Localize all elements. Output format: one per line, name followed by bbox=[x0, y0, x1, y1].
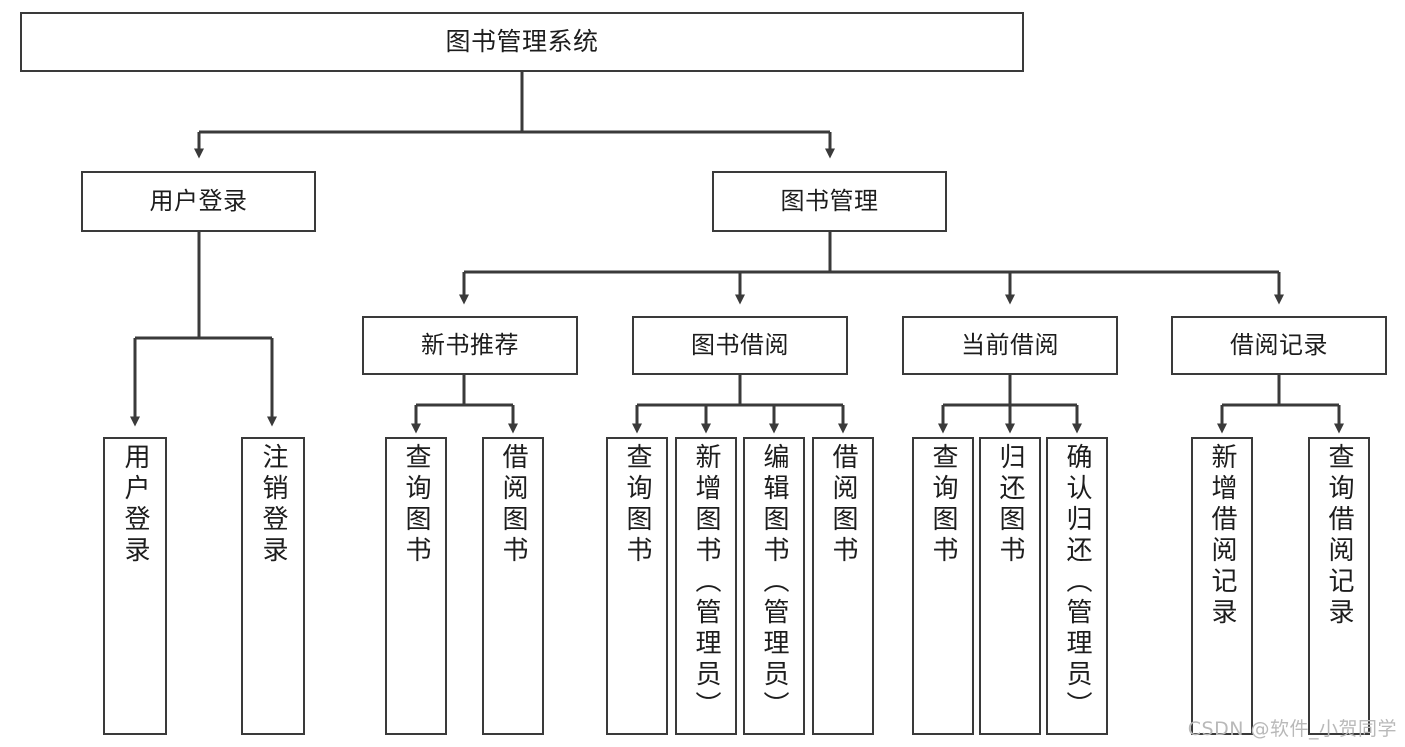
node-leaf-query-record[interactable]: 查询借阅记录 bbox=[1308, 437, 1370, 735]
node-new-book-rec[interactable]: 新书推荐 bbox=[362, 316, 578, 375]
node-new-book-rec-label: 新书推荐 bbox=[421, 331, 519, 360]
node-leaf-query-book-1-label: 查询图书 bbox=[401, 443, 431, 567]
node-leaf-return-book-label: 归还图书 bbox=[995, 443, 1025, 567]
node-leaf-user-login-label: 用户登录 bbox=[120, 443, 150, 567]
node-leaf-query-book-2-label: 查询图书 bbox=[622, 443, 652, 567]
node-leaf-user-logout-label: 注销登录 bbox=[258, 443, 288, 567]
node-user-login[interactable]: 用户登录 bbox=[81, 171, 316, 232]
node-leaf-user-logout[interactable]: 注销登录 bbox=[241, 437, 305, 735]
node-book-borrow-label: 图书借阅 bbox=[691, 331, 789, 360]
watermark: CSDN @软件_小贺同学 bbox=[1187, 718, 1397, 740]
node-leaf-add-book[interactable]: 新增图书（管理员） bbox=[675, 437, 737, 735]
node-leaf-confirm-return[interactable]: 确认归还（管理员） bbox=[1046, 437, 1108, 735]
node-leaf-borrow-book-1-label: 借阅图书 bbox=[498, 443, 528, 567]
node-borrow-record-label: 借阅记录 bbox=[1230, 331, 1328, 360]
node-leaf-borrow-book-1[interactable]: 借阅图书 bbox=[482, 437, 544, 735]
node-book-borrow[interactable]: 图书借阅 bbox=[632, 316, 848, 375]
node-leaf-return-book[interactable]: 归还图书 bbox=[979, 437, 1041, 735]
node-borrow-record[interactable]: 借阅记录 bbox=[1171, 316, 1387, 375]
node-user-login-label: 用户登录 bbox=[149, 187, 248, 216]
node-leaf-query-book-3-label: 查询图书 bbox=[928, 443, 958, 567]
node-leaf-borrow-book-2[interactable]: 借阅图书 bbox=[812, 437, 874, 735]
node-current-borrow[interactable]: 当前借阅 bbox=[902, 316, 1118, 375]
node-leaf-query-book-2[interactable]: 查询图书 bbox=[606, 437, 668, 735]
node-leaf-edit-book-label: 编辑图书（管理员） bbox=[759, 443, 789, 722]
node-leaf-query-record-label: 查询借阅记录 bbox=[1324, 443, 1354, 629]
node-leaf-add-record[interactable]: 新增借阅记录 bbox=[1191, 437, 1253, 735]
node-leaf-query-book-1[interactable]: 查询图书 bbox=[385, 437, 447, 735]
node-leaf-borrow-book-2-label: 借阅图书 bbox=[828, 443, 858, 567]
node-root-label: 图书管理系统 bbox=[445, 27, 599, 56]
node-root[interactable]: 图书管理系统 bbox=[20, 12, 1024, 72]
node-leaf-add-book-label: 新增图书（管理员） bbox=[691, 443, 721, 722]
node-leaf-user-login[interactable]: 用户登录 bbox=[103, 437, 167, 735]
node-current-borrow-label: 当前借阅 bbox=[961, 331, 1059, 360]
node-book-manage[interactable]: 图书管理 bbox=[712, 171, 947, 232]
node-leaf-edit-book[interactable]: 编辑图书（管理员） bbox=[743, 437, 805, 735]
node-leaf-add-record-label: 新增借阅记录 bbox=[1207, 443, 1237, 629]
node-leaf-confirm-return-label: 确认归还（管理员） bbox=[1062, 443, 1092, 722]
node-leaf-query-book-3[interactable]: 查询图书 bbox=[912, 437, 974, 735]
node-book-manage-label: 图书管理 bbox=[780, 187, 879, 216]
